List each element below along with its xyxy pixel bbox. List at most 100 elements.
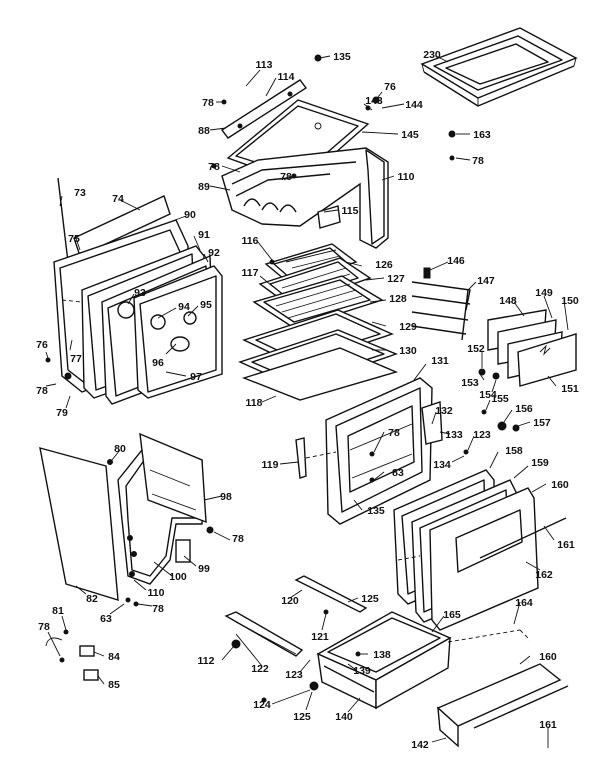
label-118: 118 [246, 397, 263, 409]
label-78: 78 [232, 533, 244, 545]
label-127: 127 [387, 273, 405, 285]
label-78: 78 [152, 603, 164, 615]
label-139: 139 [353, 665, 371, 677]
label-81: 81 [52, 605, 64, 617]
label-161: 161 [557, 539, 575, 551]
top-frame-110 [221, 147, 389, 249]
label-149: 149 [535, 287, 553, 299]
label-161: 161 [539, 719, 557, 731]
hardware-84-85 [45, 629, 99, 681]
label-116: 116 [242, 235, 259, 247]
label-90: 90 [184, 209, 196, 221]
storage-drawer-140 [224, 575, 531, 710]
label-79: 79 [56, 407, 68, 419]
label-92: 92 [208, 247, 220, 259]
label-144: 144 [405, 99, 423, 111]
label-110: 110 [148, 587, 165, 599]
label-78: 78 [472, 155, 484, 167]
label-77: 77 [70, 353, 82, 365]
label-88: 88 [198, 125, 210, 137]
label-74: 74 [112, 193, 124, 205]
label-121: 121 [311, 631, 329, 643]
label-154: 154 [479, 389, 497, 401]
label-125: 125 [361, 593, 379, 605]
label-98: 98 [220, 491, 232, 503]
label-78: 78 [280, 171, 292, 183]
label-123: 123 [473, 429, 491, 441]
label-164: 164 [515, 597, 533, 609]
control-panel-97 [133, 265, 223, 399]
lower-door-162 [393, 469, 567, 631]
broiler-pan-230 [420, 27, 578, 107]
drawer-front-160 [436, 663, 569, 748]
label-135: 135 [333, 51, 351, 63]
label-96: 96 [152, 357, 164, 369]
label-153: 153 [461, 377, 479, 389]
label-78: 78 [388, 427, 400, 439]
label-134: 134 [433, 459, 451, 471]
label-146: 146 [447, 255, 465, 267]
label-160: 160 [539, 651, 557, 663]
label-129: 129 [399, 321, 417, 333]
label-160: 160 [551, 479, 569, 491]
label-113: 113 [256, 59, 273, 71]
label-132: 132 [435, 405, 453, 417]
part-labels: 113 114 135 76 144 230 78 88 143 145 163… [36, 49, 579, 751]
label-75: 75 [68, 233, 80, 245]
label-117: 117 [242, 267, 259, 279]
label-158: 158 [505, 445, 523, 457]
label-63: 63 [100, 613, 112, 625]
leader-lines [45, 55, 569, 748]
label-147: 147 [477, 275, 495, 287]
label-126: 126 [375, 259, 393, 271]
label-155: 155 [491, 393, 509, 405]
label-157: 157 [533, 417, 551, 429]
label-93: 93 [134, 287, 146, 299]
label-91: 91 [198, 229, 210, 241]
label-131: 131 [431, 355, 449, 367]
label-135: 135 [367, 505, 385, 517]
label-119: 119 [262, 459, 279, 471]
label-78: 78 [36, 385, 48, 397]
oven-door-131 [295, 377, 443, 525]
label-150: 150 [561, 295, 579, 307]
label-133: 133 [445, 429, 463, 441]
label-110: 110 [398, 171, 415, 183]
label-80: 80 [114, 443, 126, 455]
label-83: 83 [392, 467, 404, 479]
label-124: 124 [253, 699, 271, 711]
label-145: 145 [401, 129, 419, 141]
label-148: 148 [499, 295, 517, 307]
label-76: 76 [36, 339, 48, 351]
label-163: 163 [473, 129, 491, 141]
label-152: 152 [467, 343, 485, 355]
label-159: 159 [531, 457, 549, 469]
label-73: 73 [74, 187, 86, 199]
rack-supports-147 [411, 267, 471, 341]
label-99: 99 [198, 563, 210, 575]
label-143: 143 [365, 95, 383, 107]
label-125: 125 [293, 711, 311, 723]
label-120: 120 [281, 595, 299, 607]
vent-assembly-148-151 [487, 309, 577, 387]
label-89: 89 [198, 181, 210, 193]
label-78: 78 [38, 621, 50, 633]
label-142: 142 [411, 739, 429, 751]
label-230: 230 [423, 49, 441, 61]
label-78: 78 [202, 97, 214, 109]
label-128: 128 [389, 293, 407, 305]
label-122: 122 [251, 663, 269, 675]
label-97: 97 [190, 371, 202, 383]
label-85: 85 [108, 679, 120, 691]
lower-side-panel-82 [39, 432, 214, 601]
label-151: 151 [561, 383, 579, 395]
label-100: 100 [169, 571, 187, 583]
label-165: 165 [443, 609, 461, 621]
label-112: 112 [198, 655, 215, 667]
label-156: 156 [515, 403, 533, 415]
label-95: 95 [200, 299, 212, 311]
label-76: 76 [384, 81, 396, 93]
label-94: 94 [178, 301, 190, 313]
oven-rack-stack [238, 243, 399, 401]
